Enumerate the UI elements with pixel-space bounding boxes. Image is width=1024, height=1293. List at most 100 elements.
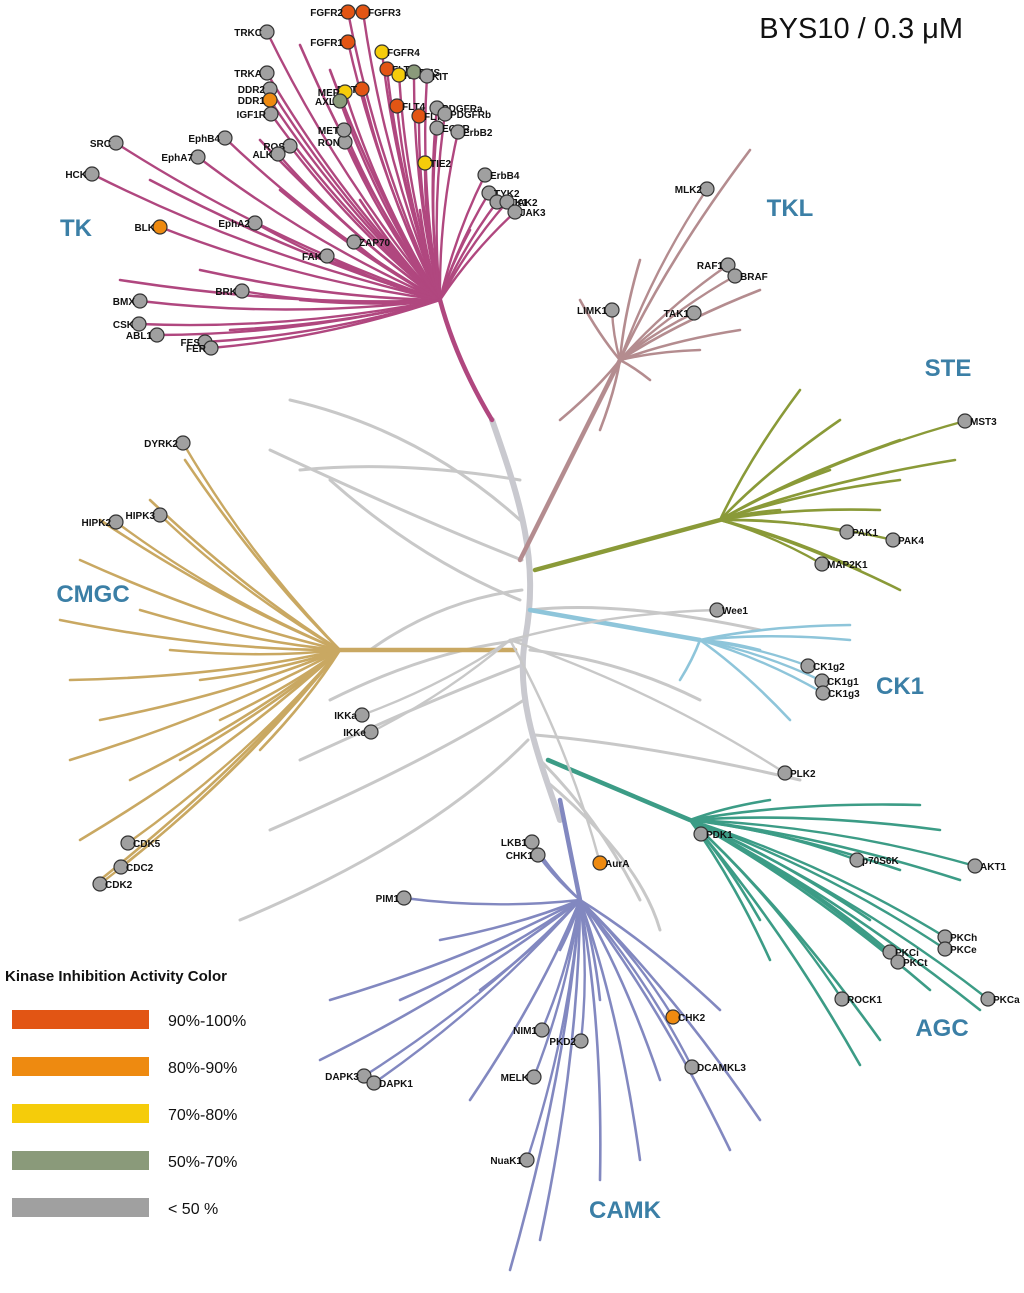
kinase-label: ErbB2 xyxy=(463,128,493,139)
kinase-label: CHK1 xyxy=(506,851,534,862)
kinase-label: TRKC xyxy=(234,28,262,39)
kinase-node: FAK xyxy=(302,248,335,264)
kinase-node: CDK5 xyxy=(120,835,161,851)
kinase-marker xyxy=(354,81,370,97)
kinase-branch xyxy=(158,513,342,652)
kinase-node: LIMK1 xyxy=(577,302,620,318)
kinase-node: BRK xyxy=(215,283,250,299)
kinase-branch xyxy=(688,818,947,951)
legend-swatch xyxy=(12,1010,149,1029)
kinase-label: ErbB4 xyxy=(490,171,520,182)
other-branch xyxy=(268,698,526,832)
ste-branch xyxy=(718,478,902,522)
kinase-marker xyxy=(815,685,831,701)
kinase-node: LKB1 xyxy=(501,834,540,850)
kinase-node: EphA7 xyxy=(161,149,206,165)
kinase-branch xyxy=(346,10,442,302)
kinase-label: MET xyxy=(318,126,339,137)
kinase-label: LKB1 xyxy=(501,838,528,849)
kinase-marker xyxy=(332,93,348,109)
kinase-label: ROCK1 xyxy=(847,995,882,1006)
other-branch xyxy=(543,778,662,932)
kinase-branch xyxy=(126,648,342,845)
kinase-branch xyxy=(402,896,582,906)
tkl-branch xyxy=(558,358,622,422)
camk-branch xyxy=(578,898,722,1012)
kinase-branch xyxy=(360,638,512,717)
kinase-node: ErbB4 xyxy=(477,167,520,183)
legend-label: 50%-70% xyxy=(168,1154,237,1171)
kinase-node: ABL1 xyxy=(126,327,165,343)
kinase-branch xyxy=(196,155,442,302)
kinase-branch xyxy=(438,210,517,302)
kinase-node: NIM1 xyxy=(513,1022,550,1038)
kinase-node: CK1g2 xyxy=(800,658,845,674)
kinase-branch xyxy=(688,818,977,868)
cmgc-branch xyxy=(78,558,342,652)
kinase-branch xyxy=(578,898,586,1043)
kinase-marker xyxy=(834,991,850,1007)
camk-branch xyxy=(438,898,582,942)
kinase-marker xyxy=(108,514,124,530)
kinase-label: BMX xyxy=(113,297,136,308)
kinase-label: FGFR1 xyxy=(310,38,343,49)
kinase-label: p70S6K xyxy=(862,856,899,867)
camk-branch xyxy=(468,898,582,1102)
kinase-node: MAP2K1 xyxy=(814,556,868,572)
kinase-node: FGFR2 xyxy=(310,4,356,20)
legend-swatch xyxy=(12,1198,149,1217)
kinase-node: SRC xyxy=(90,135,124,151)
kinase-label: IKKa xyxy=(334,711,357,722)
kinase-node: CK1g3 xyxy=(815,685,860,701)
kinase-marker xyxy=(259,24,275,40)
camk-branch xyxy=(578,898,662,1082)
kinase-marker xyxy=(693,826,709,842)
kinase-label: FES xyxy=(181,338,201,349)
kinase-label: FGFR3 xyxy=(368,8,401,19)
kinase-marker xyxy=(800,658,816,674)
kinase-branch xyxy=(369,638,512,734)
kinase-branch xyxy=(209,298,442,350)
kinase-label: FLT3 xyxy=(424,112,448,123)
kinase-node: BRAF xyxy=(727,268,768,284)
camk-branch xyxy=(398,898,582,1002)
kinase-label: CK1g1 xyxy=(827,677,859,688)
tk-branch xyxy=(198,268,442,302)
kinase-branch xyxy=(360,87,442,302)
kinase-label: FGFR2 xyxy=(310,8,343,19)
kinase-marker xyxy=(203,340,219,356)
kinase-marker xyxy=(699,181,715,197)
kinase-branch xyxy=(155,298,442,337)
legend-label: < 50 % xyxy=(168,1201,218,1218)
cmgc-branch xyxy=(78,648,342,842)
kinase-branch xyxy=(276,152,442,302)
figure-title: BYS10 / 0.3 μM xyxy=(759,13,963,45)
kinase-marker xyxy=(108,135,124,151)
cmgc-branch xyxy=(138,608,342,652)
ste-stem xyxy=(532,517,723,573)
kinase-marker xyxy=(84,166,100,182)
kinase-marker xyxy=(437,106,453,122)
tkl-branch xyxy=(618,358,652,382)
legend-label: 90%-100% xyxy=(168,1013,246,1030)
cmgc-branch xyxy=(258,648,342,752)
kinase-branch xyxy=(342,128,442,302)
legend-item: 50%-70% xyxy=(12,1151,237,1171)
kinase-label: HIPK3 xyxy=(126,511,156,522)
kinase-branch xyxy=(718,518,895,542)
kinase-node: TRKA xyxy=(234,65,275,81)
kinase-node: IGF1R xyxy=(237,106,279,122)
kinase-label: CDC2 xyxy=(126,863,154,874)
ste-branch xyxy=(718,508,882,522)
kinase-node: KIT xyxy=(419,68,448,84)
kinase-node: CK1g1 xyxy=(814,673,859,689)
kinase-branch xyxy=(438,130,460,302)
kinase-marker xyxy=(389,98,405,114)
kinase-marker xyxy=(499,194,515,210)
kinase-branch xyxy=(718,518,824,566)
legend-swatch xyxy=(12,1057,149,1076)
ste-branch xyxy=(718,418,842,522)
kinase-node: Wee1 xyxy=(709,602,748,618)
cmgc-branch xyxy=(183,458,342,652)
